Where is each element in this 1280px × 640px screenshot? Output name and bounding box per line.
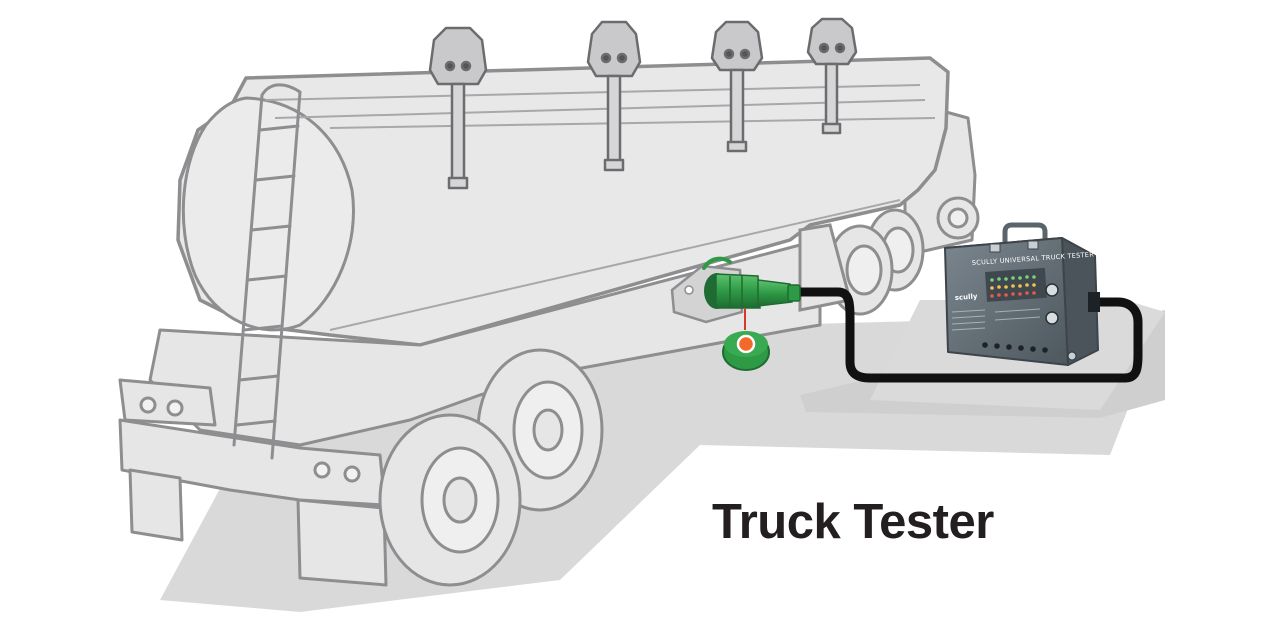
front-trailer-wheels — [798, 208, 925, 316]
overfill-sensor-icon — [806, 17, 858, 135]
tester-cable — [785, 287, 1143, 383]
ladder-icon — [232, 83, 302, 460]
rear-wheels — [378, 348, 604, 587]
tester-brand: scully — [955, 292, 979, 302]
tester-led-panel — [985, 267, 1047, 302]
overfill-sensor-icon — [428, 26, 488, 190]
overfill-sensors — [428, 17, 858, 190]
connector-plug-icon — [702, 256, 801, 330]
diagram-caption: Truck Tester — [712, 495, 994, 549]
dust-cap-icon — [722, 331, 770, 371]
tank-body — [176, 56, 950, 347]
trailer-frame — [118, 243, 822, 587]
overfill-sensor-icon — [586, 20, 642, 172]
overfill-sensor-icon — [710, 20, 764, 153]
tester-box-icon: SCULLY UNIVERSAL TRUCK TESTER scully — [944, 222, 1100, 366]
